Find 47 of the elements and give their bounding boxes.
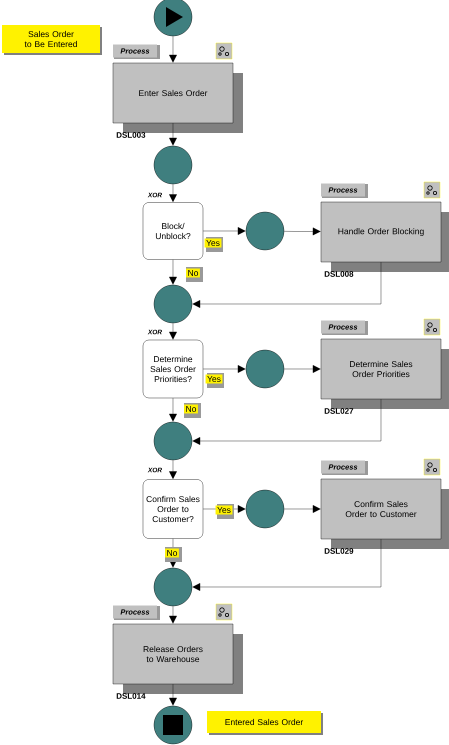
process-code: DSL003 — [116, 132, 146, 138]
event-note: Sales Order to Be Entered — [2, 25, 102, 55]
process-code: DSL008 — [324, 271, 354, 277]
decision-box: Block/ Unblock? — [142, 202, 204, 260]
arrow — [169, 323, 177, 340]
arrow — [284, 505, 321, 513]
arrow — [192, 539, 382, 591]
arrow — [169, 684, 177, 706]
arrow — [284, 228, 321, 236]
connector-circle — [246, 212, 284, 250]
process-box: Release Orders to Warehouse — [112, 624, 243, 694]
edge-label: Yes — [216, 504, 234, 519]
process-code: DSL029 — [324, 548, 354, 554]
arrow — [169, 184, 177, 202]
process-code: DSL027 — [324, 408, 354, 414]
arrow — [192, 262, 382, 308]
end-event — [154, 706, 192, 744]
process-box: Determine Sales Order Priorities — [320, 338, 449, 409]
connector-circle — [154, 422, 192, 460]
event-note: Entered Sales Order — [207, 711, 323, 735]
decision-box: Confirm Sales Order to Customer? — [142, 479, 204, 539]
edge-label: No — [184, 403, 201, 418]
arrow — [169, 36, 177, 63]
process-code: DSL014 — [116, 693, 146, 699]
process-box: Enter Sales Order — [112, 62, 243, 133]
arrow — [203, 365, 246, 373]
edge-label: No — [186, 267, 203, 282]
connector-circle — [246, 350, 284, 388]
arrow — [169, 398, 177, 422]
process-box: Handle Order Blocking — [320, 202, 449, 272]
connector-circle — [154, 568, 192, 606]
arrow — [169, 606, 177, 624]
arrow — [169, 123, 177, 146]
connector-circle — [154, 146, 192, 184]
arrow — [192, 399, 382, 445]
arrow — [169, 260, 177, 285]
arrow — [203, 227, 246, 235]
connector-circle — [154, 284, 192, 324]
arrow — [169, 460, 177, 480]
arrow — [284, 365, 321, 373]
process-box: Confirm Sales Order to Customer — [320, 478, 449, 549]
decision-box: Determine Sales Order Priorities? — [142, 340, 204, 398]
connector-circle — [246, 490, 284, 528]
edge-label: No — [165, 547, 182, 562]
edge-label: Yes — [206, 373, 224, 388]
edge-label: Yes — [204, 237, 223, 252]
start-event — [154, 0, 192, 36]
